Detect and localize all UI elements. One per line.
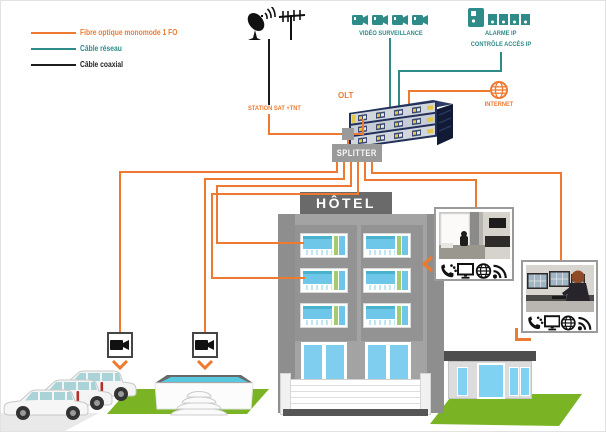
cctv-camera-box xyxy=(192,332,218,358)
chevron-down-icon xyxy=(111,360,129,370)
annex-window xyxy=(457,367,468,396)
cctv-camera-icon xyxy=(110,340,129,350)
cable-reseau-alarm xyxy=(398,70,502,72)
cable-fibre-olt xyxy=(354,133,364,135)
wifi-signal-icon xyxy=(492,264,507,279)
room-photo xyxy=(439,212,510,259)
cable-junction-splitter xyxy=(347,140,349,145)
legend-swatch-fibre xyxy=(31,32,76,34)
operator-services-icons xyxy=(527,314,593,332)
hotel-window xyxy=(300,233,348,258)
legend-swatch-coax xyxy=(31,64,76,66)
corner-bracket-icon xyxy=(515,338,531,341)
annex-building xyxy=(444,351,536,399)
globe-icon xyxy=(560,315,576,331)
hotel-window xyxy=(363,268,411,293)
legend-label-reseau: Câble réseau xyxy=(80,44,122,53)
legend-label-fibre: Fibre optique monomode 1 FO xyxy=(80,28,178,37)
annex-window xyxy=(520,367,530,396)
olt-rack xyxy=(349,100,453,149)
fibre-out-3 xyxy=(216,242,304,244)
olt-label: OLT xyxy=(338,91,354,100)
wifi-signal-icon xyxy=(577,316,591,331)
tnt-antenna-icon xyxy=(278,10,306,40)
cable-reseau-alarm xyxy=(500,52,502,72)
hotel-window xyxy=(300,303,348,328)
fibre-out-4 xyxy=(211,277,305,279)
fibre-out-3 xyxy=(216,185,218,244)
corner-bracket-icon xyxy=(515,328,518,341)
tv-icon xyxy=(457,263,475,279)
fibre-out-1 xyxy=(119,171,338,173)
grass-annex xyxy=(430,394,582,426)
splitter-label: SPLITTER xyxy=(337,148,377,158)
hotel-pillar-left xyxy=(278,214,295,413)
annex-door xyxy=(477,363,505,399)
fibre-out-1 xyxy=(336,161,338,173)
cable-fibre-internet xyxy=(408,90,490,92)
fibre-out-4 xyxy=(211,193,213,279)
cable-fibre-station xyxy=(268,133,344,135)
hotel-window xyxy=(363,303,411,328)
car xyxy=(3,389,89,420)
fibre-out-3 xyxy=(350,161,352,187)
tv-icon xyxy=(543,315,560,331)
legend-label-coax: Câble coaxial xyxy=(80,60,123,69)
fibre-out-4 xyxy=(211,193,359,195)
cable-fibre-olt xyxy=(362,119,364,135)
voip-phone-icon xyxy=(441,264,457,278)
chevron-down-icon xyxy=(196,360,214,370)
alarm-keypad-icon xyxy=(468,8,530,27)
hotel-window xyxy=(363,233,411,258)
cable-reseau-video xyxy=(389,38,391,116)
satellite-dish-icon xyxy=(247,7,306,40)
fibre-out-3 xyxy=(216,185,352,187)
fibre-out-6 xyxy=(560,172,562,263)
voip-phone-icon xyxy=(528,316,544,330)
operator-photo xyxy=(526,265,594,312)
globe-icon xyxy=(490,81,508,99)
pool-water xyxy=(161,377,248,382)
room-inset xyxy=(434,207,514,281)
alarm-label-1: ALARME IP xyxy=(485,30,517,37)
hotel-sign-text: HÔTEL xyxy=(316,195,376,211)
globe-icon xyxy=(475,263,491,279)
cctv-camera-box xyxy=(107,332,133,358)
hotel-entrance-steps xyxy=(286,379,428,413)
cable-reseau-alarm xyxy=(398,70,400,116)
fibre-out-4 xyxy=(357,161,359,195)
fibre-out-5 xyxy=(364,161,366,181)
cable-coax-sat xyxy=(268,39,270,105)
fibre-junction xyxy=(342,128,354,140)
hotel-base xyxy=(283,409,428,416)
parked-cars xyxy=(3,370,137,420)
annex-roof xyxy=(444,351,536,361)
fibre-out-6 xyxy=(371,161,373,174)
station-label: STATION SAT +TNT xyxy=(247,105,301,112)
fibre-out-5 xyxy=(364,179,477,181)
hotel-window xyxy=(300,268,348,293)
fibre-out-2 xyxy=(204,178,345,180)
fibre-out-5 xyxy=(475,179,477,209)
swimming-pool xyxy=(154,375,254,416)
internet-label: INTERNET xyxy=(484,101,514,108)
fibre-out-2 xyxy=(343,161,345,180)
annex-window xyxy=(509,367,519,396)
video-surveillance-label: VIDÉO SURVEILLANCE xyxy=(359,30,423,37)
operator-inset xyxy=(521,260,598,333)
hotel-sign: HÔTEL xyxy=(300,192,392,214)
chevron-left-icon xyxy=(422,255,434,273)
splitter-box: SPLITTER xyxy=(332,144,382,162)
room-services-icons xyxy=(440,262,509,280)
cctv-camera-icon xyxy=(195,340,214,350)
fibre-out-6 xyxy=(371,172,562,174)
alarm-label-2: CONTRÔLE ACCÈS IP xyxy=(470,41,532,48)
legend-swatch-reseau xyxy=(31,48,76,50)
fibre-out-2 xyxy=(204,178,206,332)
cable-fibre-station xyxy=(268,114,270,135)
fibre-out-1 xyxy=(119,171,121,332)
video-camera-icons xyxy=(352,15,428,25)
